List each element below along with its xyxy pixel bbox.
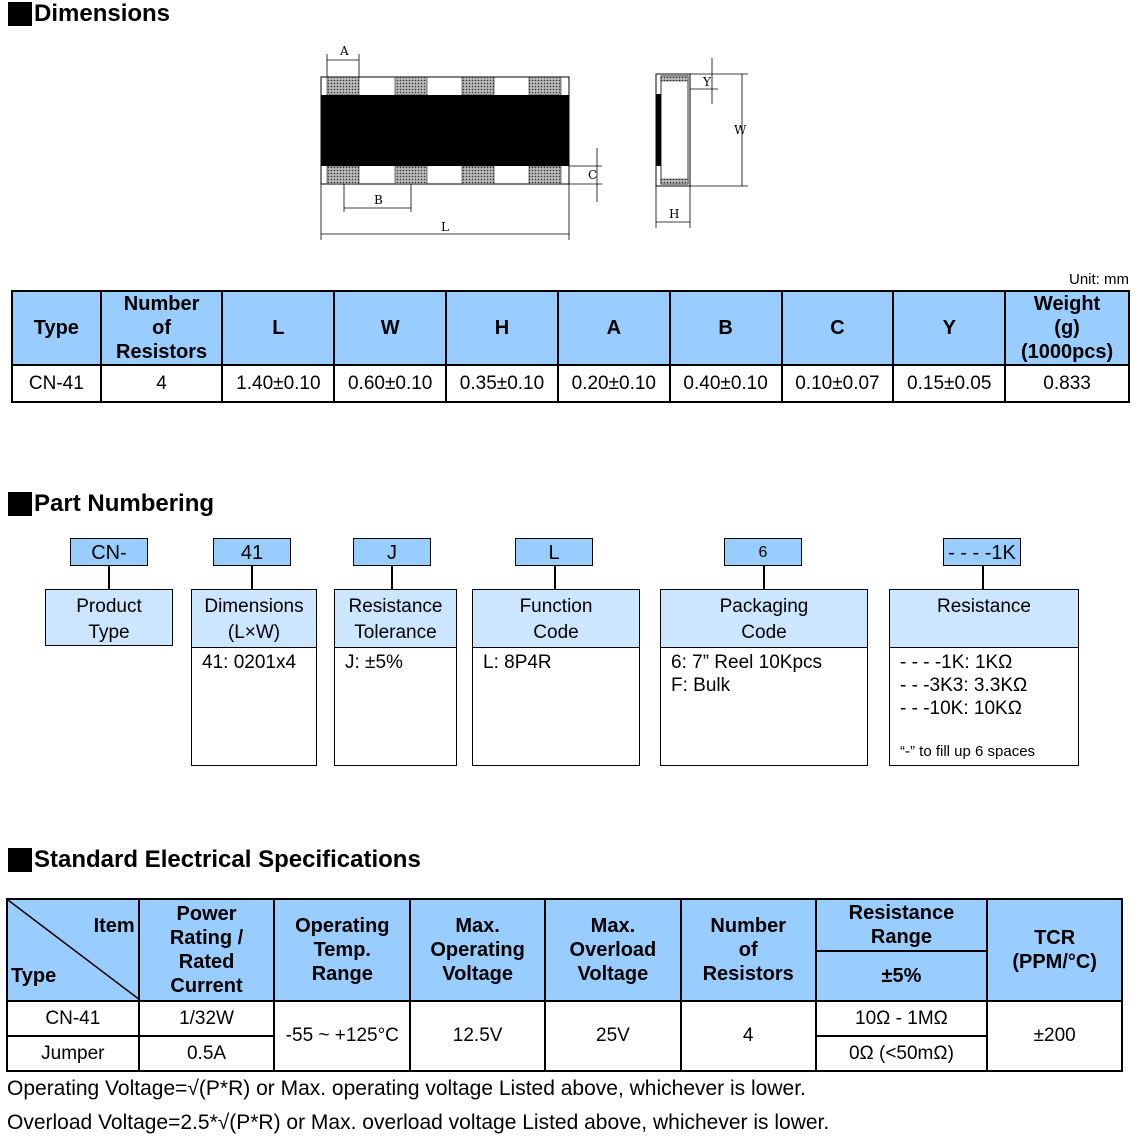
header-y: Y [892, 290, 1007, 366]
cell: 0.60±0.10 [333, 364, 448, 403]
table-row: Jumper 0.5A 0Ω (<50mΩ) [6, 1035, 1122, 1072]
note-overload-voltage: Overload Voltage=2.5*√(P*R) or Max. over… [7, 1111, 830, 1134]
cell: 25V [544, 1000, 682, 1072]
cell: 12.5V [409, 1000, 547, 1072]
cell: ±200 [986, 1000, 1123, 1072]
square-bullet-icon [8, 2, 32, 26]
header-tolerance: ±5% [814, 950, 989, 1002]
square-bullet-icon [8, 492, 32, 516]
connector-line [108, 566, 110, 589]
diagonal-divider [8, 900, 140, 1000]
header-item-label: Item [93, 915, 135, 937]
section-title-part-numbering: Part Numbering [8, 490, 214, 518]
note-operating-voltage: Operating Voltage=√(P*R) or Max. operati… [7, 1077, 806, 1100]
pn-body-dimensions: 41: 0201x4 [191, 647, 317, 766]
cell: Jumper [6, 1035, 140, 1072]
dim-label-w: W [734, 123, 747, 137]
header-a: A [556, 290, 671, 366]
cell: 1/32W [137, 1000, 276, 1037]
section-title-dimensions: Dimensions [8, 0, 170, 28]
pn-code-resistance: - - - -1K [943, 538, 1021, 566]
cell: 0.833 [1004, 364, 1130, 403]
dimension-drawing: A B C L Y W H [320, 44, 748, 240]
dim-label-b: B [374, 193, 383, 207]
pn-code-product-type: CN- [70, 538, 148, 566]
connector-line [391, 566, 393, 589]
header-tcr: TCR(PPM/°C) [986, 898, 1123, 1002]
connector-line [251, 566, 253, 589]
table-header-row: ±5% [7, 950, 1122, 1002]
dim-label-l: L [441, 220, 449, 234]
header-l: L [221, 290, 336, 366]
connector-line [763, 566, 765, 589]
pn-code-packaging: 6 [724, 538, 802, 566]
square-bullet-icon [8, 848, 32, 872]
cell: 1.40±0.10 [221, 364, 336, 403]
pn-head-dimensions: Dimensions(L×W) [191, 589, 317, 647]
cell: CN-41 [11, 364, 102, 403]
header-h: H [445, 290, 559, 366]
pn-body-resistance: - - - -1K: 1KΩ- - -3K3: 3.3KΩ- - -10K: 1… [889, 647, 1079, 766]
cell: CN-41 [6, 1000, 140, 1037]
cell: 10Ω - 1MΩ [814, 1000, 989, 1037]
unit-label: Unit: mm [1069, 271, 1129, 288]
pn-body-tolerance: J: ±5% [334, 647, 457, 766]
pn-body-function: L: 8P4R [472, 647, 640, 766]
table-row: CN-41 1/32W -55 ~ +125°C 12.5V 25V 4 10Ω… [6, 1000, 1123, 1072]
pn-code-function: L [515, 538, 593, 566]
dim-label-c: C [588, 168, 597, 182]
cell: 0.10±0.07 [780, 364, 895, 403]
table-row: CN-41 4 1.40±0.10 0.60±0.10 0.35±0.10 0.… [11, 364, 1130, 403]
cell: 0Ω (<50mΩ) [814, 1035, 989, 1072]
cell: 0.20±0.10 [556, 364, 671, 403]
header-w: W [333, 290, 448, 366]
cell: 4 [679, 1000, 817, 1072]
connector-line [982, 566, 984, 589]
pn-code-tolerance: J [353, 538, 431, 566]
cell: 0.40±0.10 [668, 364, 783, 403]
dim-label-y: Y [702, 75, 712, 89]
pn-code-dimensions: 41 [213, 538, 291, 566]
cell: 0.5A [137, 1035, 276, 1072]
resistance-examples: - - - -1K: 1KΩ- - -3K3: 3.3KΩ- - -10K: 1… [900, 652, 1028, 719]
dim-label-h: H [669, 207, 679, 221]
dim-label-a: A [339, 44, 349, 58]
header-item-type: Item Type [6, 898, 140, 1002]
header-b: B [668, 290, 783, 366]
cell: -55 ~ +125°C [273, 1000, 412, 1072]
cell: 0.15±0.05 [892, 364, 1007, 403]
header-type-label: Type [11, 965, 57, 987]
cell: 4 [99, 364, 224, 403]
header-c: C [780, 290, 895, 366]
pn-head-resistance: Resistance [889, 589, 1079, 647]
header-type: Type [11, 290, 102, 366]
section-title-electrical: Standard Electrical Specifications [8, 846, 421, 874]
resistance-note: “-” to fill up 6 spaces [900, 743, 1036, 760]
header-weight: Weight(g)(1000pcs) [1004, 290, 1130, 366]
connector-line [554, 566, 556, 589]
cell: 0.35±0.10 [445, 364, 559, 403]
